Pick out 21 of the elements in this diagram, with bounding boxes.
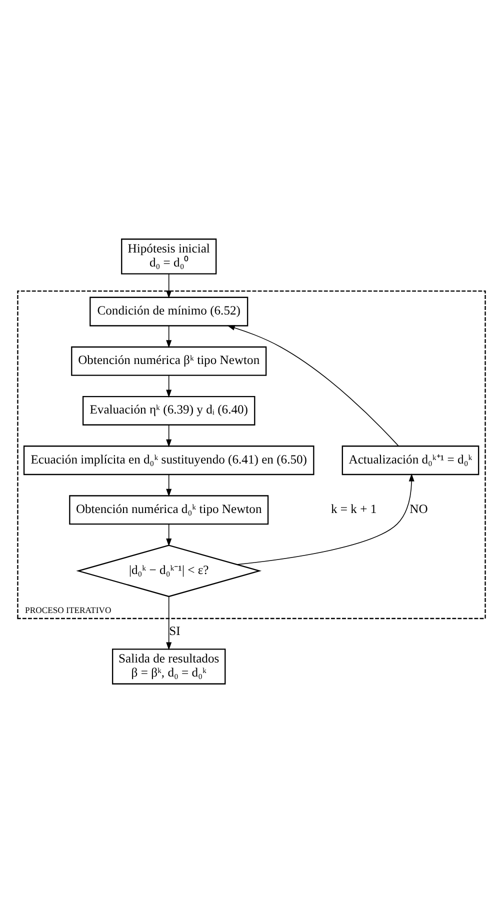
edge-label: NO — [410, 502, 428, 516]
node-diamond: |d₀ᵏ − d₀ᵏ⁻¹| < ε? — [76, 544, 262, 598]
node-box: Hipótesis inicial d₀ = d₀⁰ — [121, 238, 217, 274]
node-box: Obtención numérica d₀ᵏ tipo Newton — [69, 495, 269, 525]
edge-label: SI — [169, 624, 180, 638]
arrow — [166, 596, 172, 650]
node-box: Obtención numérica βᵏ tipo Newton — [71, 346, 267, 376]
node-box: Condición de mínimo (6.52) — [90, 296, 248, 326]
arrow — [166, 424, 172, 448]
arrow — [166, 524, 172, 546]
arrow — [236, 473, 414, 565]
label: k = k + 1 — [331, 502, 377, 516]
node-box: Ecuación implícita en d₀ᵏ sustituyendo (6.41) en (6.50) — [23, 446, 314, 476]
node-box: Evaluación ηᵏ (6.39) y dᵢ (6.40) — [82, 396, 256, 426]
node-box: Salida de resultados β = βᵏ, d₀ = d₀ᵏ — [112, 648, 226, 684]
arrow — [166, 326, 172, 348]
arrow — [227, 325, 399, 446]
arrow — [166, 274, 172, 298]
arrow — [166, 474, 172, 497]
node-box: Actualización d₀ᵏ⁺¹ = d₀ᵏ — [342, 446, 480, 476]
arrow — [166, 375, 172, 398]
